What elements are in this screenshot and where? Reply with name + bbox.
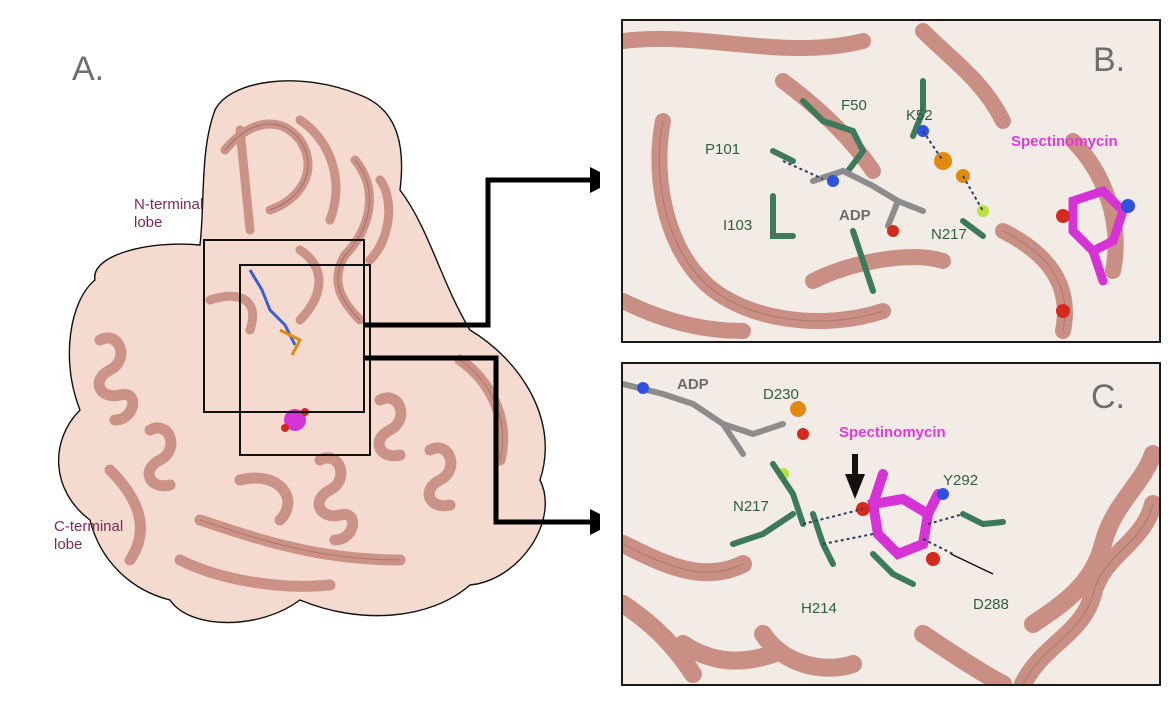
protein-overview: [58, 80, 600, 624]
panel-c-structure: [623, 381, 1159, 684]
residue-k52: K52: [906, 107, 933, 124]
pointer-arrow: [845, 474, 865, 499]
n-lobe-line1: N-terminal: [134, 196, 204, 213]
residue-n217: N217: [733, 498, 769, 515]
panel-b-structure: [623, 23, 1135, 339]
ligand-spectinomycin-label: Spectinomycin: [839, 424, 946, 441]
c-lobe-line2: lobe: [54, 536, 83, 553]
c-lobe-line1: C-terminal: [54, 518, 124, 535]
residue-p101: P101: [705, 141, 741, 158]
residue-h214: H214: [801, 600, 837, 617]
panel-a-letter: A.: [72, 50, 105, 88]
arrow-to-c: [364, 355, 590, 525]
ligand-adp-label: ADP: [839, 207, 871, 224]
c-terminal-lobe-label: C-terminal lobe: [54, 518, 123, 554]
residue-n217: N217: [931, 226, 967, 243]
panel-b: B. F50 K52 P101 I103 N217 ADP Spectinomy…: [621, 19, 1161, 343]
n-lobe-line2: lobe: [134, 214, 163, 231]
panel-b-letter: B.: [1093, 41, 1126, 79]
ligand-spectinomycin-label: Spectinomycin: [1011, 133, 1118, 150]
residue-f50: F50: [841, 97, 867, 114]
molecular-surface: [58, 80, 546, 624]
residue-i103: I103: [723, 217, 753, 234]
adp-ligand: [248, 269, 297, 346]
residue-d288: D288: [973, 596, 1009, 613]
residue-d230: D230: [763, 386, 799, 403]
ligand-adp-label: ADP: [677, 376, 709, 393]
panel-c-letter: C.: [1091, 378, 1125, 416]
arrow-to-b: [364, 177, 590, 328]
n-terminal-lobe-label: N-terminal lobe: [134, 196, 203, 232]
panel-c: C. D230 N217 Y292 H214 D288 ADP Spectino…: [621, 362, 1161, 686]
spectinomycin-ligand: [284, 409, 306, 431]
residue-y292: Y292: [943, 472, 979, 489]
adp-phosphates: [279, 328, 303, 356]
